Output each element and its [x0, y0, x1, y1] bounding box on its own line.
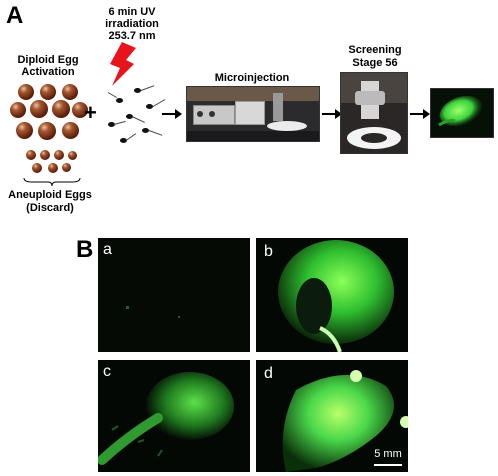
panel-a-letter: A [6, 2, 24, 29]
micrograph-d: d 5 mm [256, 360, 408, 472]
egg [32, 163, 42, 173]
sperm [142, 128, 149, 133]
uv-label-line3: 253.7 nm [108, 30, 156, 42]
scale-bar [374, 464, 402, 466]
egg [72, 102, 88, 118]
photo-microscope-head [355, 91, 385, 105]
photo-wall [187, 87, 319, 101]
sperm [146, 104, 153, 109]
egg [10, 102, 26, 118]
microinjection-photo [186, 86, 320, 142]
sperm [116, 98, 123, 103]
egg [16, 122, 33, 139]
photo-microscope [273, 93, 283, 121]
sperm-tail [140, 85, 155, 91]
micrograph-c: c [98, 360, 250, 472]
screening-label-line1: Screening [348, 44, 402, 56]
subpanel-a-label: a [103, 241, 112, 258]
sperm-tail [148, 130, 163, 136]
sperm-tail [131, 116, 145, 123]
tadpole-b-icon [278, 240, 394, 352]
photo-knob [197, 111, 203, 117]
arrow-to-fluorescence [410, 109, 430, 119]
diploid-egg-activation-label: Diploid Egg Activation [17, 54, 79, 78]
sperm-tail [125, 133, 137, 141]
egg [30, 100, 48, 118]
speck [126, 306, 129, 309]
egg [48, 163, 58, 173]
egg [68, 151, 77, 160]
screening-photo [340, 72, 408, 154]
tadpole-d-icon [282, 370, 408, 472]
subpanel-d-label: d [264, 365, 273, 382]
scale-bar-label: 5 mm [374, 448, 402, 460]
egg [62, 84, 78, 100]
tadpole-glow-icon [438, 95, 483, 127]
sperm-tail [113, 120, 126, 125]
sperm-cluster [104, 82, 168, 152]
photo-device [235, 101, 265, 125]
micrograph-a: a [98, 238, 250, 352]
photo-knob [209, 111, 215, 117]
speck [178, 316, 180, 318]
arrow-to-screening [322, 109, 342, 119]
subpanel-c-label: c [103, 363, 111, 380]
photo-microscope-base [267, 121, 307, 131]
sperm [120, 138, 127, 143]
egg [62, 122, 79, 139]
egg [26, 150, 36, 160]
aneuploid-eggs-cluster [24, 150, 80, 178]
brace-icon [23, 177, 81, 187]
uv-label-line2: irradiation [105, 18, 159, 30]
egg [52, 100, 70, 118]
aneuploid-eggs-label-line2: (Discard) [26, 202, 74, 214]
microinjection-label: Microinjection [214, 72, 290, 84]
arrow-to-microinjection [162, 109, 182, 119]
egg [38, 122, 56, 140]
sperm [108, 122, 115, 127]
egg [18, 84, 34, 100]
egg [62, 163, 71, 172]
micrograph-b: b [256, 238, 408, 352]
photo-bench [187, 131, 319, 141]
egg [40, 84, 56, 100]
plus-sign: + [84, 100, 97, 125]
photo-light-ring-center [361, 133, 387, 143]
subpanel-b-label: b [264, 243, 273, 260]
lightning-bolt-icon [110, 42, 136, 86]
aneuploid-eggs-label-line1: Aneuploid Eggs [8, 189, 92, 201]
sperm [134, 88, 141, 93]
fluorescent-tadpole-photo [430, 88, 494, 138]
egg [54, 150, 64, 160]
panel-b-letter: B [76, 236, 94, 263]
tadpole-c-icon [98, 372, 234, 465]
egg [40, 150, 50, 160]
uv-label-line1: 6 min UV [108, 6, 156, 18]
diploid-eggs-cluster [10, 84, 90, 150]
sperm [126, 114, 133, 119]
sperm-tail [107, 92, 117, 98]
sperm-tail [152, 99, 166, 107]
screening-label-line2: Stage 56 [352, 57, 398, 69]
